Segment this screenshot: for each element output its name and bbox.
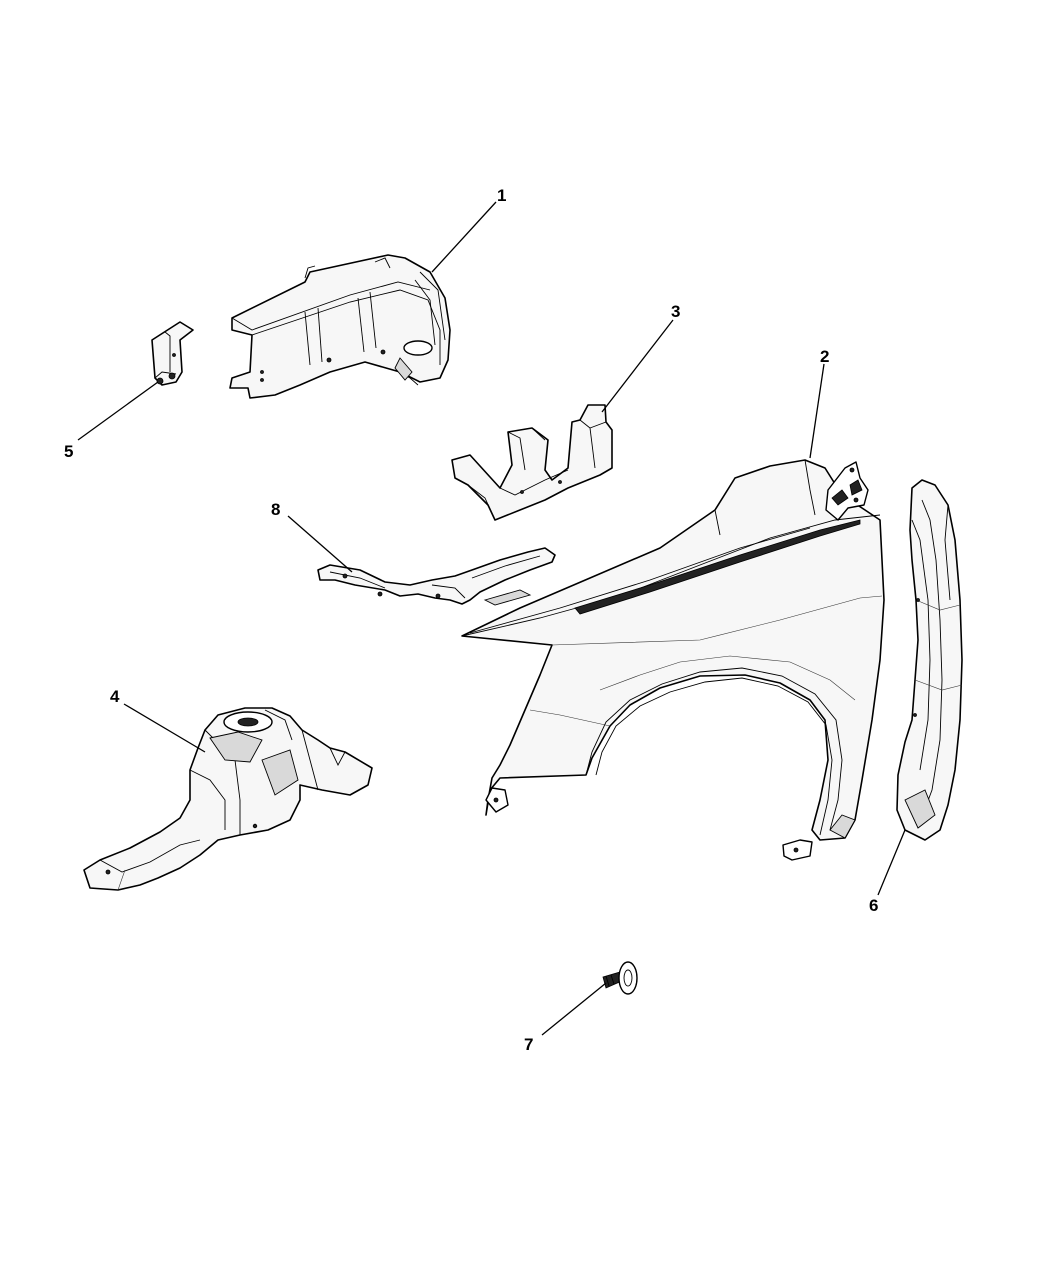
callout-1: 1 xyxy=(497,186,506,205)
leader-8 xyxy=(287,515,353,573)
part-5-bracket xyxy=(151,321,194,386)
part-7-push-pin xyxy=(602,961,638,995)
part-8-fender-bracket xyxy=(317,547,556,606)
part-1-upper-rail xyxy=(229,254,451,399)
callout-labels: 1 2 3 4 5 6 7 8 xyxy=(64,186,878,1054)
callout-5: 5 xyxy=(64,442,73,461)
part-2-fender xyxy=(461,459,885,861)
part-3-reinforcement xyxy=(451,404,613,521)
leader-3 xyxy=(601,319,674,413)
leader-4 xyxy=(123,703,206,753)
callout-4: 4 xyxy=(110,687,120,706)
leader-2 xyxy=(809,363,825,459)
part-4-wheelhouse xyxy=(83,707,373,891)
part-6-splash-shield xyxy=(896,479,963,841)
leader-lines xyxy=(77,201,906,1036)
callout-3: 3 xyxy=(671,302,680,321)
callout-7: 7 xyxy=(524,1035,533,1054)
leader-5 xyxy=(77,381,159,441)
leader-7 xyxy=(541,982,607,1036)
leader-1 xyxy=(431,201,497,273)
callout-8: 8 xyxy=(271,500,280,519)
callout-6: 6 xyxy=(869,896,878,915)
leader-6 xyxy=(877,829,906,896)
callout-2: 2 xyxy=(820,347,829,366)
